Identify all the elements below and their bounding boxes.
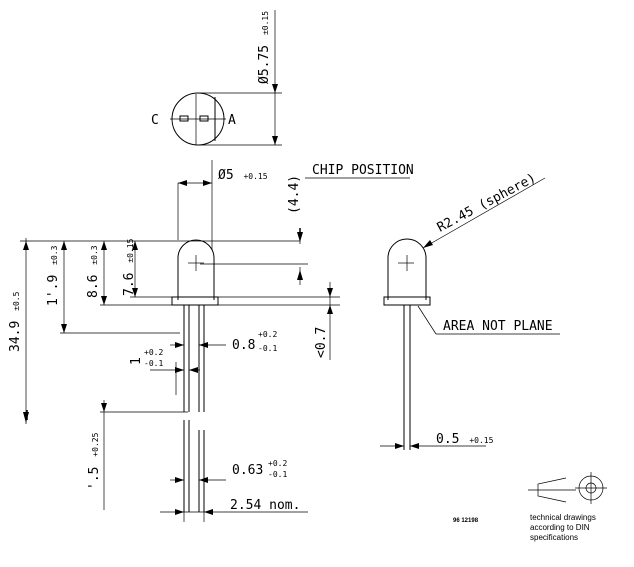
small-dim-tol-plus: +0.2 (144, 348, 163, 357)
arrow-icon (178, 180, 187, 186)
height-8-6-label: 8.6 ±0.3 (86, 245, 101, 298)
top-diameter-label: Ø5.75 ±0.15 (257, 11, 272, 84)
arrow-icon (272, 84, 278, 93)
body-height-value: 1'.9 (46, 275, 61, 306)
lead-length-value: '.5 (87, 467, 102, 490)
lens-diameter-value: Ø5 (218, 168, 234, 183)
arrow-icon (199, 342, 208, 348)
top-diameter-value: Ø5.75 (257, 45, 272, 84)
body-height-tol: ±0.3 (50, 245, 59, 264)
area-not-plane-label: AREA NOT PLANE (443, 319, 553, 334)
arrow-icon (101, 241, 107, 250)
overall-length-tol: ±0.5 (12, 291, 21, 310)
pitch-label: 2.54 nom. (230, 498, 300, 513)
cathode-label: C (151, 113, 159, 128)
top-view: C A Ø5.75 ±0.15 (151, 10, 282, 146)
right-lead-dia-tol: +0.15 (469, 436, 493, 445)
flange-label: <0.7 (314, 327, 329, 358)
lead-width-tol-plus: +0.2 (258, 330, 277, 339)
drawing-number: 96 12198 (453, 518, 479, 524)
right-view: R2.45 (sphere) AREA NOT PLANE 0.5 +0.15 (380, 171, 560, 450)
arrow-icon (101, 296, 107, 305)
arrow-icon (189, 367, 198, 373)
arrow-icon (410, 443, 419, 449)
overall-length-label: 34.9 ±0.5 (8, 291, 23, 352)
chip-height-label: (4.4) (287, 175, 302, 214)
small-dim-value: 1 (129, 357, 144, 365)
height-8-6-value: 8.6 (86, 275, 101, 298)
arrow-icon (199, 477, 208, 483)
arrow-icon (23, 412, 29, 423)
lead-thickness-tol-plus: +0.2 (268, 459, 287, 468)
arrow-icon (204, 509, 213, 515)
arrow-icon (272, 136, 278, 145)
arrow-icon (132, 288, 138, 297)
side-view: Ø5 +0.15 CHIP POSITION (4.4) 34.9 ±0.5 (8, 160, 414, 522)
arrow-icon (327, 305, 333, 314)
flange (171, 296, 219, 306)
height-8-6-tol: ±0.3 (90, 245, 99, 264)
arrow-icon (175, 477, 184, 483)
lead-thickness-tol-minus: -0.1 (268, 470, 287, 479)
arrow-icon (423, 240, 433, 248)
arrow-icon (395, 443, 404, 449)
note-line-2: according to DIN (530, 523, 590, 532)
right-lens-outline (387, 238, 427, 300)
body-height-label: 1'.9 ±0.3 (46, 245, 61, 306)
anode-pad (199, 115, 209, 122)
arrow-icon (61, 324, 67, 333)
overall-length-value: 34.9 (8, 321, 23, 352)
right-flange (383, 296, 431, 306)
footer: 96 12198 technical drawings according to… (453, 472, 607, 542)
arrow-icon (175, 509, 184, 515)
radius-label: R2.45 (sphere) (435, 171, 539, 236)
area-leader (417, 305, 437, 335)
arrow-icon (132, 241, 138, 250)
lead-length-tol: +0.25 (91, 432, 100, 456)
chip-position-label: CHIP POSITION (312, 163, 414, 178)
lead-length-label: '.5 +0.25 (87, 432, 102, 490)
small-dim-tol-minus: -0.1 (144, 359, 163, 368)
lead-width-label: 0.8 (232, 338, 255, 353)
height-7-6-value: 7.6 (122, 273, 137, 296)
height-7-6-label: 7.6 ±0.15 (122, 238, 137, 296)
arrow-icon (101, 403, 107, 412)
arrow-icon (23, 241, 29, 250)
lead-width-tol-minus: -0.1 (258, 344, 277, 353)
anode-label: A (228, 113, 236, 128)
arrow-icon (175, 342, 184, 348)
projection-symbol-icon (528, 472, 607, 504)
note-line-3: specifications (530, 533, 578, 542)
right-lead-dia-value: 0.5 (436, 432, 459, 447)
lens-diameter-tol: +0.15 (243, 172, 267, 181)
radius-leader (422, 177, 546, 249)
lead-thickness-label: 0.63 (232, 463, 263, 478)
lens-outline (177, 239, 215, 300)
arrow-icon (175, 367, 184, 373)
height-7-6-tol: ±0.15 (126, 238, 135, 262)
arrow-icon (327, 288, 333, 297)
arrow-icon (61, 241, 67, 250)
arrow-icon (203, 180, 212, 186)
lens-diameter-label: Ø5 +0.15 (218, 168, 268, 183)
cathode-pad (179, 115, 189, 122)
arrow-icon (297, 270, 303, 280)
top-diameter-tol: ±0.15 (261, 11, 270, 35)
note-line-1: technical drawings (530, 513, 596, 522)
right-lead-dia-label: 0.5 +0.15 (436, 432, 494, 447)
